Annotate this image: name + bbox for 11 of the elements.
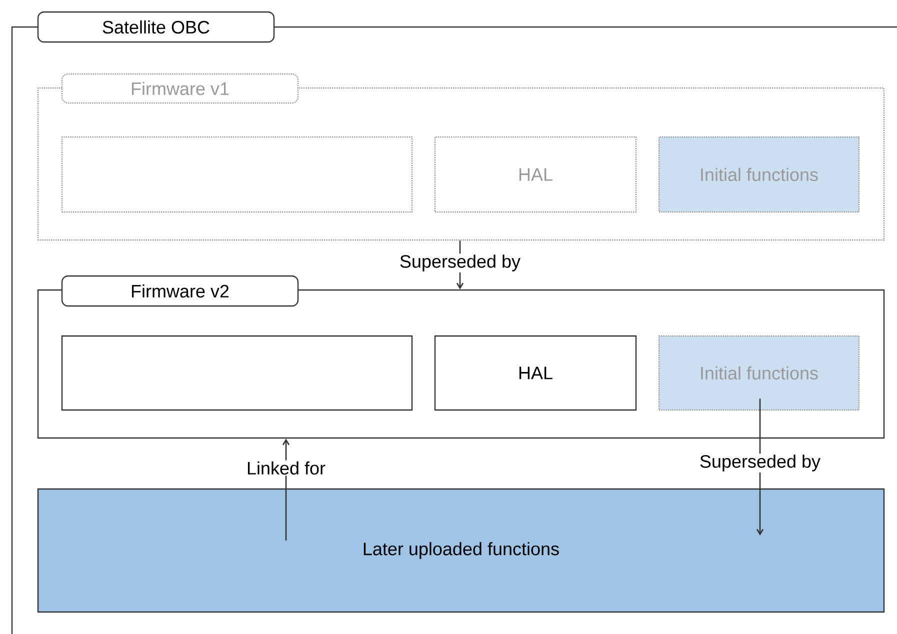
module-box: Later uploaded functions [37,488,885,613]
arrow [282,438,290,540]
module-box [61,335,413,411]
edge-label: Linked for [245,460,327,476]
module-box: Initial functions [658,335,860,411]
module-box: HAL [434,335,637,411]
module-box: HAL [434,136,637,213]
module-box: Initial functions [658,136,860,213]
edge-label: Superseded by [398,254,522,272]
module-box [61,136,413,213]
edge-label: Superseded by [698,454,822,472]
